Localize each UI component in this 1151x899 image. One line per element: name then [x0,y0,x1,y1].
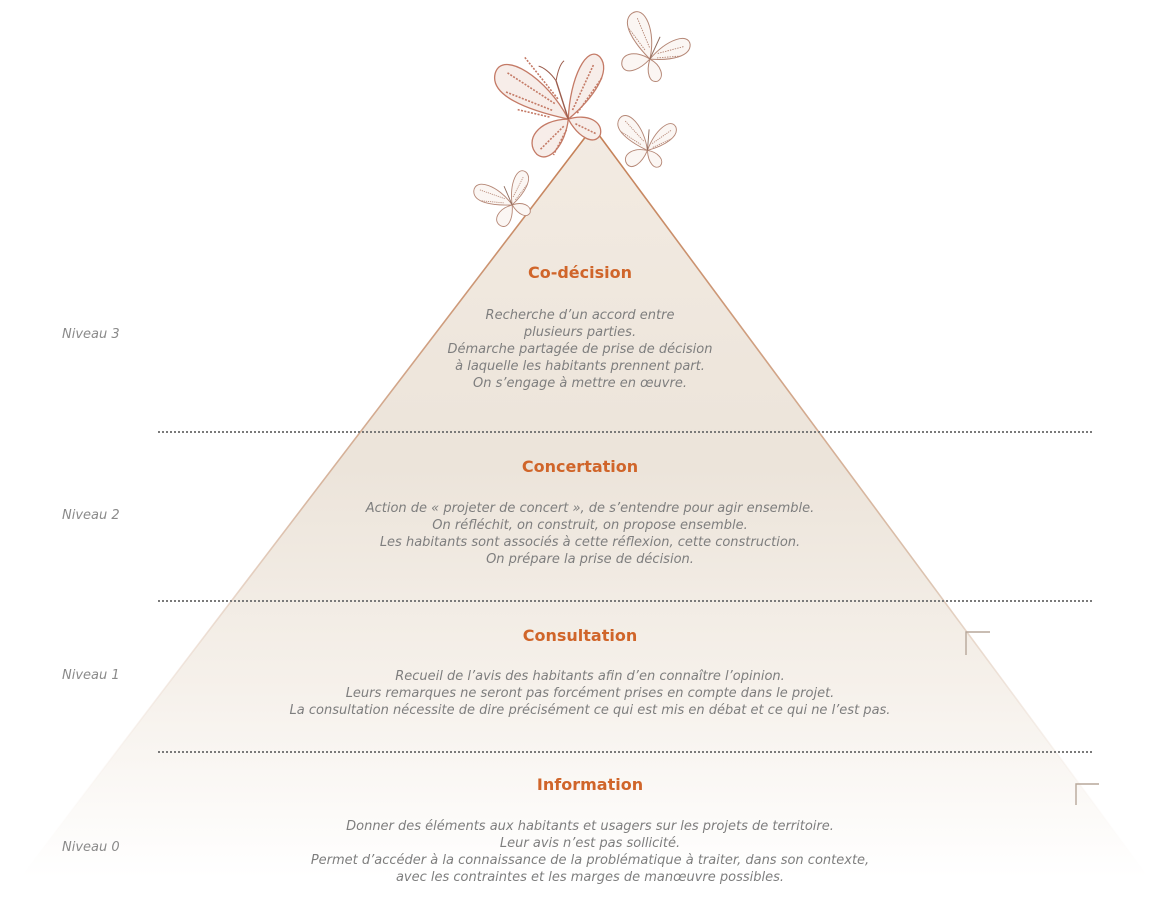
description-line: On réfléchit, on construit, on propose e… [432,518,748,533]
pyramid-body [20,127,1149,878]
corner-mark [965,631,990,655]
level-label-0: Niveau 0 [62,840,120,855]
description-line: Action de « projeter de concert », de s’… [365,501,815,516]
tier-description-information: Donner des éléments aux habitants et usa… [230,818,950,886]
tier-title-co-decision: Co-décision [527,263,633,282]
tier-description-co-decision: Recherche d’un accord entre plusieurs pa… [380,307,780,392]
level-label-3: Niveau 3 [62,327,120,342]
corner-mark [1075,783,1099,805]
description-line: Démarche partagée de prise de décision [447,342,713,357]
description-line: Leurs remarques ne seront pas forcément … [345,686,835,701]
butterfly-icon [473,170,531,227]
tier-description-concertation: Action de « projeter de concert », de s’… [290,500,890,568]
tier-title-consultation: Consultation [522,626,638,645]
butterfly-icon [494,53,605,158]
description-line: Donner des éléments aux habitants et usa… [346,819,834,834]
description-line: à laquelle les habitants prennent part. [455,359,705,374]
description-line: On s’engage à mettre en œuvre. [473,376,687,391]
level-label-2: Niveau 2 [62,508,120,523]
butterfly-icon [621,11,691,82]
description-line: Les habitants sont associés à cette réfl… [379,535,801,550]
description-line: Leur avis n’est pas sollicité. [499,836,681,851]
description-line: Permet d’accéder à la connaissance de la… [310,853,870,868]
tier-description-consultation: Recueil de l’avis des habitants afin d’e… [200,668,980,719]
description-line: plusieurs parties. [523,325,637,340]
description-line: Recueil de l’avis des habitants afin d’e… [395,669,785,684]
description-line: La consultation nécessite de dire précis… [289,703,891,718]
butterfly-icon [617,115,677,168]
level-label-1: Niveau 1 [62,668,120,683]
description-line: avec les contraintes et les marges de ma… [395,870,785,885]
level-separator [158,600,1092,602]
level-separator [158,431,1092,433]
description-line: On prépare la prise de décision. [486,552,694,567]
tier-title-information: Information [536,775,644,794]
description-line: Recherche d’un accord entre [485,308,675,323]
level-separator [158,751,1092,753]
pyramid-left-edge [19,126,594,879]
tier-title-concertation: Concertation [521,457,639,476]
